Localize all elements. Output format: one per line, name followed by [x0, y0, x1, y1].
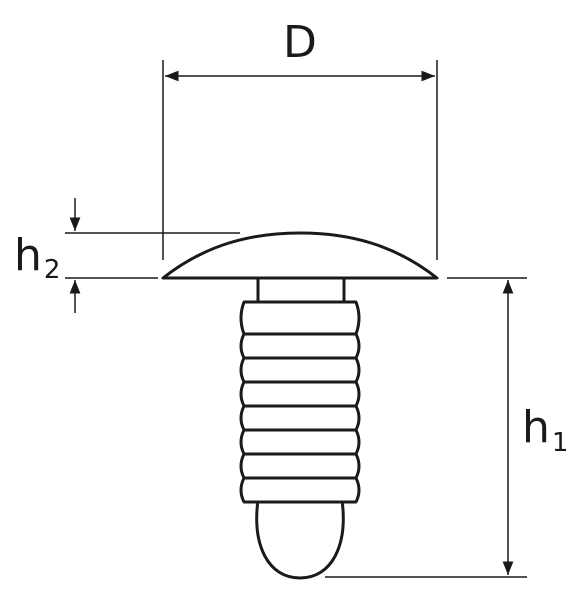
push-rivet-icon [161, 231, 439, 580]
label-h1: h1 [522, 402, 568, 458]
rivet-tip [255, 498, 345, 580]
rivet-rib-8 [239, 476, 361, 504]
label-d: D [283, 17, 317, 68]
rivet-rib-6 [239, 428, 361, 456]
rivet-rib-3 [239, 356, 361, 384]
label-h2: h2 [14, 230, 60, 285]
rivet-rib-5 [239, 404, 361, 432]
dimension-h2: h2 [14, 198, 240, 313]
rivet-head [161, 231, 439, 280]
rivet-rib-1 [239, 300, 361, 336]
rivet-rib-4 [239, 380, 361, 408]
rivet-neck [256, 276, 346, 304]
rivet-rib-7 [239, 452, 361, 480]
rivet-rib-2 [239, 332, 361, 360]
dimension-d: D [162, 17, 438, 260]
dimension-h1: h1 [325, 277, 568, 578]
